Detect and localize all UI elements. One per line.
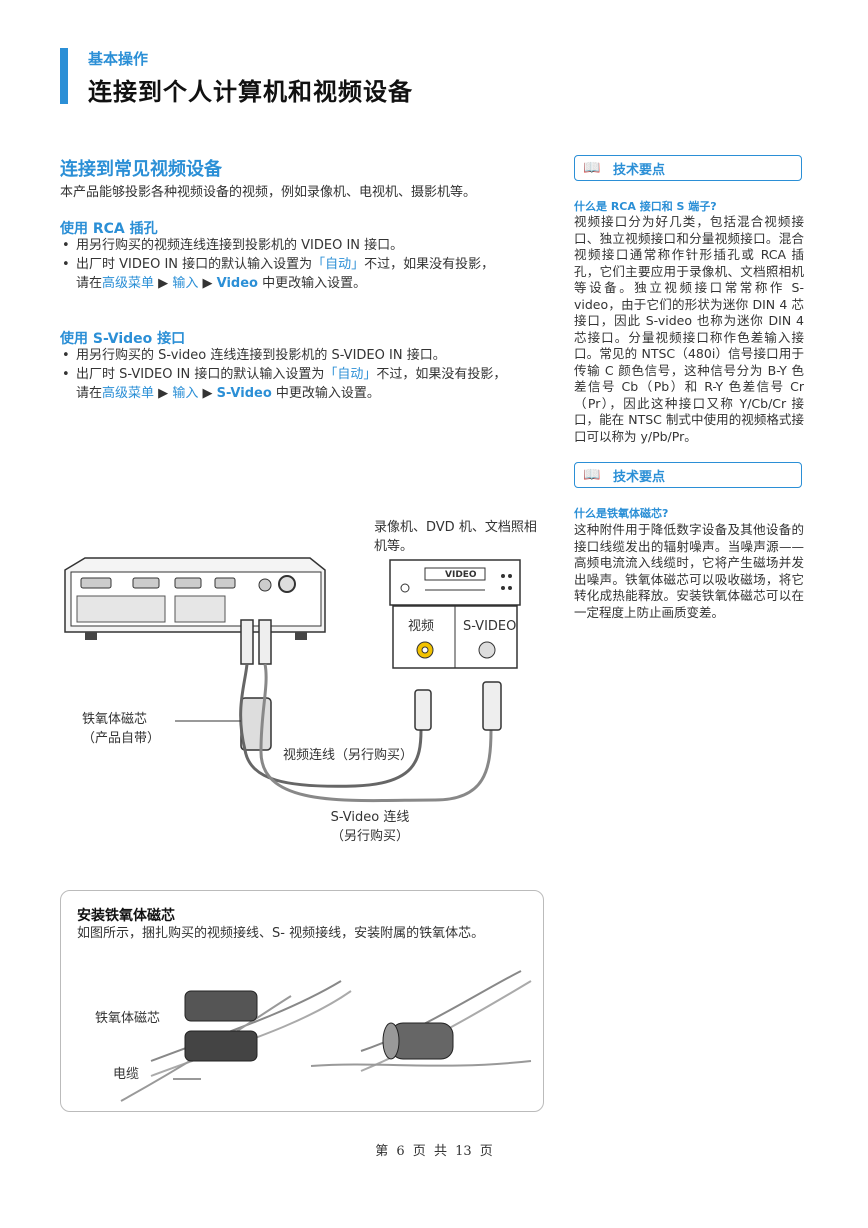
svideo-bullets: 用另行购买的 S-video 连线连接到投影机的 S-VIDEO IN 接口。 … [60, 346, 550, 403]
main-heading: 连接到常见视频设备 [60, 159, 222, 180]
svideo-menu-link: 高级菜单 [102, 386, 155, 401]
arrow-right-icon: ▶ [202, 386, 213, 401]
tip-2-text: 这种附件用于降低数字设备及其他设备的接口线缆发出的辐射噪声。当噪声源——高频电流… [574, 522, 804, 620]
rca-b2-pre: 出厂时 VIDEO IN 接口的默认输入设置为 [76, 257, 313, 272]
tip-2-question: 什么是铁氧体磁芯? [574, 507, 669, 520]
arrow-right-icon: ▶ [158, 386, 169, 401]
book-icon: 📖 [583, 160, 601, 176]
footer-p1: 第 [375, 1144, 389, 1159]
tip-box-1: 📖 技术要点 [574, 155, 802, 181]
rca-bullet-2: 出厂时 VIDEO IN 接口的默认输入设置为「自动」不过，如果没有投影， 请在… [60, 255, 550, 293]
tip-box-1-label: 技术要点 [613, 163, 666, 178]
rca-b2-end: 中更改输入设置。 [262, 276, 367, 291]
footer-p3: 共 [433, 1144, 447, 1159]
device-screen-label: VIDEO [445, 570, 477, 580]
rca-heading: 使用 RCA 插孔 [60, 221, 158, 237]
rca-bullet-1: 用另行购买的视频连线连接到投影机的 VIDEO IN 接口。 [60, 236, 550, 255]
connection-diagram [64, 557, 521, 803]
footer-total-pages: 13 [455, 1144, 472, 1159]
port-video-label: 视频 [408, 619, 435, 634]
card-label-core: 铁氧体磁芯 [95, 1011, 161, 1026]
svideo-cable-line-2: （另行购买） [330, 829, 409, 844]
svideo-bullet-2: 出厂时 S-VIDEO IN 接口的默认输入设置为「自动」不过，如果没有投影， … [60, 365, 550, 403]
tip-1-text: 视频接口分为好几类，包括混合视频接口、独立视频接口和分量视频接口。混合视频接口通… [574, 214, 804, 444]
ferrite-core-shape [240, 697, 272, 751]
svideo-cable-label: S-Video 连线 （另行购买） [300, 808, 440, 846]
ferrite-label: 铁氧体磁芯 （产品自带） [82, 710, 160, 748]
svideo-video-link: S-Video [216, 386, 272, 401]
section-accent-bar [60, 48, 68, 104]
page-title: 连接到个人计算机和视频设备 [88, 78, 413, 106]
device-label: 录像机、DVD 机、文档照相 机等。 [374, 518, 537, 556]
device-label-line-2: 机等。 [374, 539, 414, 554]
svideo-b2-auto: 「自动」 [324, 367, 377, 382]
tip-box-2: 📖 技术要点 [574, 462, 802, 488]
card-label-cable: 电缆 [113, 1067, 140, 1082]
ferrite-label-line-1: 铁氧体磁芯 [82, 712, 148, 727]
section-label: 基本操作 [88, 50, 149, 68]
rca-b2-post: 不过，如果没有投影， [364, 257, 495, 272]
device-label-line-1: 录像机、DVD 机、文档照相 [374, 520, 537, 535]
svideo-b2-post: 不过，如果没有投影， [376, 367, 507, 382]
rca-video-link: Video [216, 276, 258, 291]
svideo-cable-line-1: S-Video 连线 [330, 810, 410, 825]
rca-b2-auto: 「自动」 [312, 257, 365, 272]
book-icon: 📖 [583, 467, 601, 483]
port-svideo-label: S-VIDEO [463, 619, 517, 634]
svideo-b2-pre: 出厂时 S-VIDEO IN 接口的默认输入设置为 [76, 367, 325, 382]
footer-p2: 页 [412, 1144, 426, 1159]
tip-box-2-label: 技术要点 [613, 470, 666, 485]
svideo-input-link: 输入 [172, 386, 199, 401]
card-text: 如图所示，捆扎购买的视频接线、S- 视频接线，安装附属的铁氧体芯。 [77, 926, 485, 941]
intro-text: 本产品能够投影各种视频设备的视频，例如录像机、电视机、摄影机等。 [60, 185, 477, 200]
rca-bullets: 用另行购买的视频连线连接到投影机的 VIDEO IN 接口。 出厂时 VIDEO… [60, 236, 550, 293]
svideo-b2-l2-pre: 请在 [76, 386, 103, 401]
footer-p4: 页 [479, 1144, 493, 1159]
ferrite-label-line-2: （产品自带） [82, 731, 161, 746]
arrow-right-icon: ▶ [158, 276, 169, 291]
ferrite-install-card: 安装铁氧体磁芯 如图所示，捆扎购买的视频接线、S- 视频接线，安装附属的铁氧体芯… [60, 890, 544, 1112]
svideo-b2-end: 中更改输入设置。 [275, 386, 380, 401]
ferrite-install-illustration [120, 970, 532, 1102]
svideo-heading: 使用 S-Video 接口 [60, 331, 186, 347]
tip-1-question: 什么是 RCA 接口和 S 端子? [574, 200, 717, 213]
rca-input-link: 输入 [172, 276, 199, 291]
page-footer: 第 6 页 共 13 页 [0, 1140, 868, 1159]
arrow-right-icon: ▶ [202, 276, 213, 291]
svideo-bullet-1: 用另行购买的 S-video 连线连接到投影机的 S-VIDEO IN 接口。 [60, 346, 550, 365]
video-device-illustration [389, 559, 521, 669]
card-title: 安装铁氧体磁芯 [77, 908, 175, 924]
footer-page-number: 6 [396, 1144, 405, 1159]
video-cable-label: 视频连线（另行购买） [283, 748, 414, 763]
projector-illustration [64, 557, 326, 640]
rca-menu-link: 高级菜单 [102, 276, 155, 291]
rca-b2-l2-pre: 请在 [76, 276, 103, 291]
